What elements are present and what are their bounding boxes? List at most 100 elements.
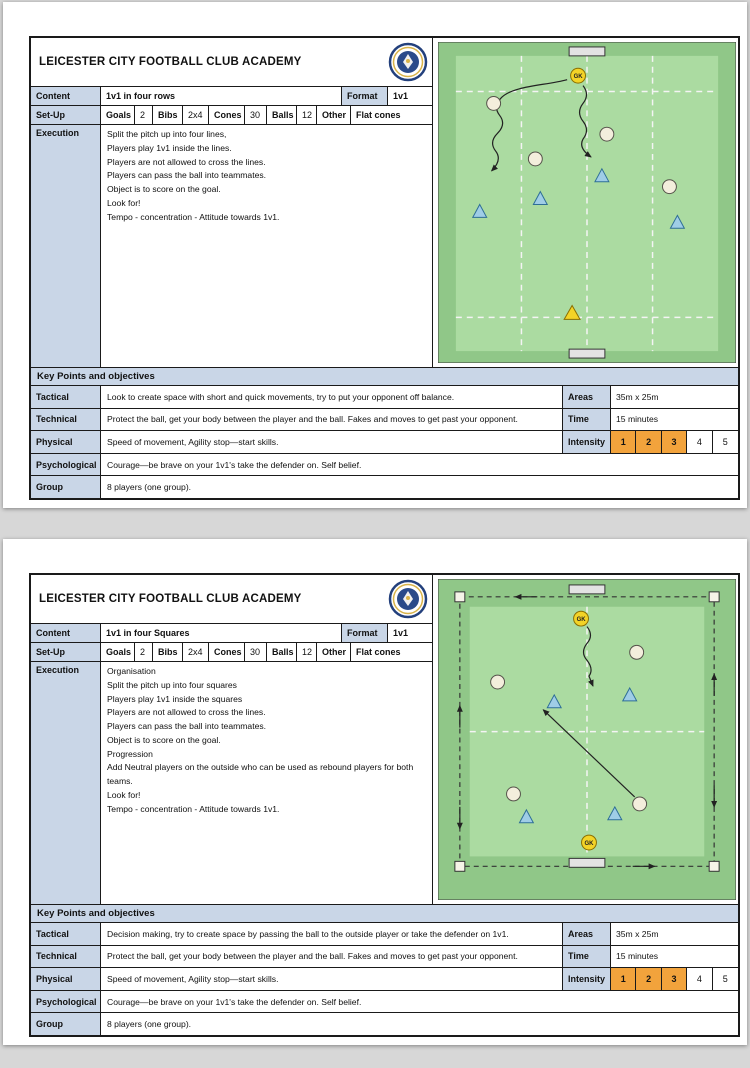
attacker-marker: [629, 644, 645, 660]
physical-text: Speed of movement, Agility stop—start sk…: [101, 968, 564, 990]
pitch-diagram-four-squares: GK GK: [433, 575, 738, 904]
key-point-row-physical: Physical Speed of movement, Agility stop…: [31, 968, 738, 991]
content-label: Content: [31, 624, 101, 642]
attacker-marker: [490, 674, 506, 690]
square-lines: [469, 606, 705, 857]
execution-line: Tempo - concentration - Attitude towards…: [107, 211, 280, 222]
key-points-header: Key Points and objectives: [31, 368, 738, 386]
areas-value: 35m x 25m: [616, 391, 659, 402]
execution-line: Organisation: [107, 666, 156, 676]
lane-lines: [455, 55, 719, 352]
execution-line: Tempo - concentration - Attitude towards…: [107, 803, 280, 814]
key-point-row-tactical: Tactical Decision making, try to create …: [31, 923, 738, 946]
key-point-row-group: Group 8 players (one group).: [31, 476, 738, 498]
attacker-marker: [527, 151, 543, 167]
setup-row: Set-Up Goals 2 Bibs 2x4 Cones 30 Balls 1…: [31, 105, 432, 124]
time-value: 15 minutes: [616, 414, 659, 425]
defender-marker: [546, 693, 563, 709]
svg-text:GK: GK: [574, 74, 584, 80]
gk-marker: GK: [573, 610, 589, 627]
neutral-player-marker: [454, 591, 466, 603]
setup-label: Set-Up: [31, 643, 101, 661]
execution-line: Add Neutral players on the outside who c…: [107, 762, 414, 786]
physical-label: Physical: [31, 431, 101, 453]
technical-label: Technical: [31, 408, 101, 431]
execution-row: Execution Split the pitch up into four l…: [31, 124, 432, 367]
tactical-text: Look to create space with short and quic…: [101, 386, 563, 408]
psychological-text: Courage—be brave on your 1v1's take the …: [107, 459, 362, 470]
execution-line: Players can pass the ball into teammates…: [107, 170, 267, 181]
execution-line: Look for!: [107, 197, 141, 208]
attacker-marker: [661, 179, 677, 195]
setup-row: Set-Up Goals 2 Bibs 2x4 Cones 30 Balls 1…: [31, 642, 432, 661]
group-label: Group: [31, 1013, 101, 1035]
session-sheet-1: LEICESTER CITY FOOTBALL CLUB ACADEMY Con…: [3, 2, 747, 508]
setup-key: Balls: [267, 643, 297, 661]
rotation-arrows: [456, 593, 718, 870]
areas-value: 35m x 25m: [616, 928, 659, 939]
time-value: 15 minutes: [616, 951, 659, 962]
group-text: 8 players (one group).: [107, 1019, 192, 1030]
defender-marker: [621, 686, 638, 702]
areas-label: Areas: [563, 386, 611, 408]
neutral-player-marker: [708, 591, 720, 603]
content-row: Content 1v1 in four rows Format 1v1: [31, 86, 432, 105]
format-label: Format: [342, 87, 388, 105]
defender-markers: [518, 686, 638, 824]
format-label: Format: [342, 624, 388, 642]
pitch-diagram-four-rows: GK: [433, 38, 738, 367]
setup-value: 30: [245, 106, 267, 124]
intensity-level: 2: [636, 431, 662, 453]
setup-key: Other: [317, 643, 351, 661]
execution-line: Players are not allowed to cross the lin…: [107, 156, 266, 167]
intensity-level: 1: [611, 431, 637, 453]
execution-text: Organisation Split the pitch up into fou…: [101, 662, 432, 904]
execution-row: Execution Organisation Split the pitch u…: [31, 661, 432, 904]
format-value: 1v1: [393, 628, 409, 638]
session-sheet-2: LEICESTER CITY FOOTBALL CLUB ACADEMY Con…: [3, 539, 747, 1045]
key-point-row-technical: Technical Protect the ball, get your bod…: [31, 945, 738, 969]
tactical-label: Tactical: [31, 923, 101, 945]
technical-label: Technical: [31, 945, 101, 968]
intensity-level: 5: [722, 436, 728, 447]
setup-value: 2: [135, 106, 153, 124]
svg-text:GK: GK: [585, 841, 595, 847]
defender-marker: [518, 808, 535, 824]
execution-line: Object is to score on the goal.: [107, 184, 221, 194]
content-value: 1v1 in four Squares: [101, 624, 342, 642]
format-value: 1v1: [393, 91, 409, 101]
attacker-markers: [490, 644, 648, 812]
psychological-label: Psychological: [31, 990, 101, 1013]
execution-label: Execution: [31, 662, 101, 904]
group-label: Group: [31, 476, 101, 498]
neutral-player-markers: [454, 591, 720, 872]
setup-value: 2x4: [183, 643, 209, 661]
key-point-row-tactical: Tactical Look to create space with short…: [31, 386, 738, 409]
attacker-marker: [506, 786, 521, 802]
psychological-label: Psychological: [31, 453, 101, 476]
club-badge-icon: [388, 579, 428, 619]
gk-marker: GK: [570, 67, 587, 84]
key-point-row-psychological: Psychological Courage—be brave on your 1…: [31, 453, 738, 477]
key-points-header: Key Points and objectives: [31, 905, 738, 923]
setup-value: 12: [297, 106, 317, 124]
execution-line: Players play 1v1 inside the lines.: [107, 142, 232, 153]
execution-line: Object is to score on the goal.: [107, 734, 221, 745]
neutral-player-marker: [708, 860, 720, 872]
intensity-level: 4: [687, 431, 713, 453]
setup-value: 2x4: [183, 106, 209, 124]
page-title: LEICESTER CITY FOOTBALL CLUB ACADEMY: [39, 56, 302, 68]
yellow-cone-marker: [563, 304, 581, 320]
session-card-1: LEICESTER CITY FOOTBALL CLUB ACADEMY Con…: [29, 36, 740, 500]
execution-label: Execution: [31, 125, 101, 367]
svg-text:GK: GK: [577, 617, 587, 623]
gk-marker: GK: [581, 834, 597, 851]
setup-value: Flat cones: [356, 647, 401, 657]
attacker-marker: [486, 95, 502, 111]
key-point-row-group: Group 8 players (one group).: [31, 1013, 738, 1035]
setup-key: Other: [317, 106, 351, 124]
dribble-path: [578, 85, 592, 158]
neutral-player-marker: [454, 860, 466, 872]
technical-text: Protect the ball, get your body between …: [101, 945, 563, 968]
execution-line: Players are not allowed to cross the lin…: [107, 707, 266, 718]
